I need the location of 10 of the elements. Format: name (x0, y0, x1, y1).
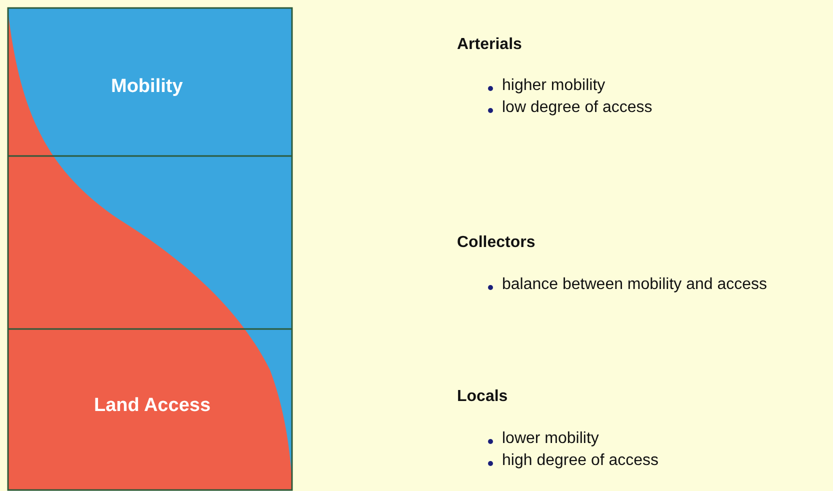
bullet-text: low degree of access (502, 99, 652, 117)
road-class-heading: Arterials (457, 36, 522, 54)
area-label: Mobility (111, 76, 183, 98)
bullet-text: higher mobility (502, 77, 606, 95)
bullet-text: lower mobility (502, 430, 599, 448)
road-class-heading: Collectors (457, 234, 536, 252)
bullet-text: balance between mobility and access (502, 276, 768, 294)
road-class-heading: Locals (457, 388, 508, 406)
bullet-text: high degree of access (502, 452, 659, 470)
area-label: Land Access (94, 395, 211, 417)
